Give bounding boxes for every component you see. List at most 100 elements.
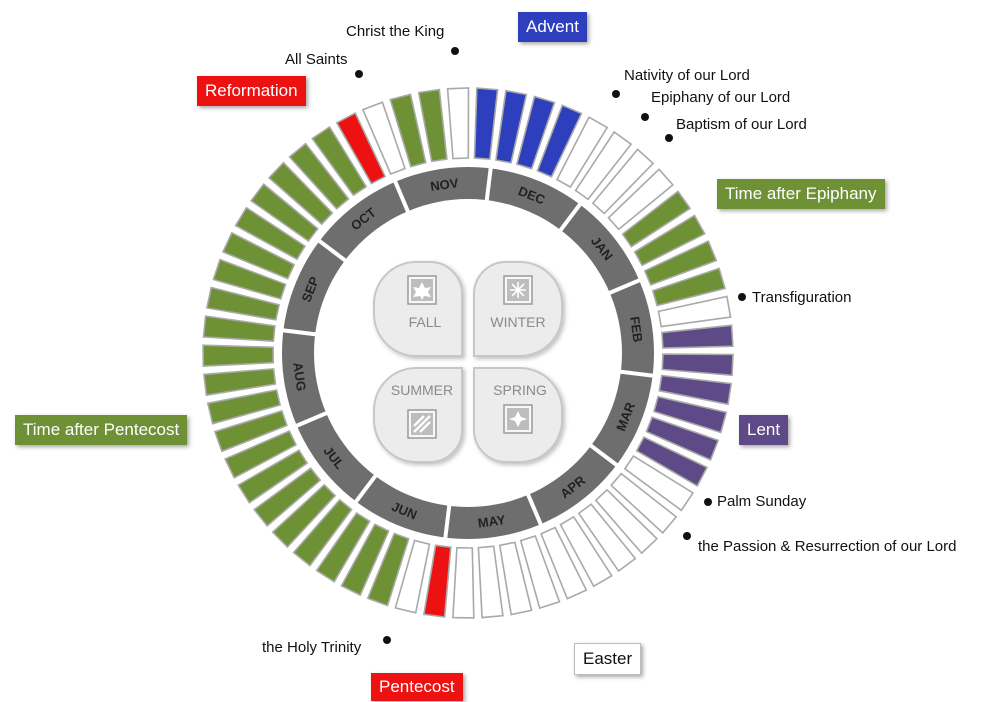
- week-segment: [633, 214, 706, 267]
- week-segment: [267, 161, 334, 226]
- pentecost-box: Pentecost: [371, 673, 463, 701]
- sun-icon: [407, 409, 437, 439]
- month-divider: [292, 409, 331, 430]
- christ-the-king-dot: [451, 47, 459, 55]
- week-segment: [422, 544, 452, 618]
- season-winter-label: WINTER: [490, 314, 545, 330]
- week-segment: [389, 93, 427, 168]
- palm-sunday-dot: [704, 498, 712, 506]
- week-segment: [494, 89, 528, 164]
- week-segment: [577, 503, 637, 573]
- week-segment: [366, 532, 410, 607]
- week-segment: [452, 546, 475, 619]
- week-segment: [498, 541, 533, 616]
- time-after-pentecost-box: Time after Pentecost: [15, 415, 188, 445]
- week-segment: [623, 454, 695, 512]
- week-segment: [519, 535, 561, 610]
- christ-the-king-label: Christ the King: [346, 23, 445, 40]
- week-segment: [559, 515, 613, 588]
- holy-trinity-label: the Holy Trinity: [262, 639, 362, 656]
- center-disc: [314, 199, 622, 507]
- advent-box: Advent: [518, 12, 587, 42]
- week-segment: [271, 483, 337, 549]
- week-segment: [361, 101, 407, 176]
- week-segment: [213, 409, 288, 453]
- week-segment: [643, 240, 718, 286]
- holy-trinity-dot: [383, 636, 391, 644]
- week-segment: [657, 295, 732, 328]
- week-segment: [536, 104, 583, 178]
- week-segment: [635, 436, 709, 488]
- all-saints-label: All Saints: [285, 51, 348, 68]
- week-segment: [658, 374, 733, 406]
- snowflake-icon: [503, 275, 533, 305]
- baptism-dot: [665, 134, 673, 142]
- week-segment: [394, 539, 431, 614]
- month-divider: [556, 200, 584, 235]
- week-segment: [340, 523, 390, 597]
- week-segment: [288, 142, 350, 210]
- week-segment: [202, 315, 276, 343]
- week-segment: [661, 353, 734, 377]
- nativity-label: Nativity of our Lord: [624, 67, 750, 84]
- passion-dot: [683, 532, 691, 540]
- month-divider: [484, 164, 494, 205]
- easter-box: Easter: [574, 643, 642, 675]
- week-segment: [661, 324, 734, 349]
- leaf-icon: [407, 275, 437, 305]
- transfiguration-dot: [738, 293, 746, 301]
- week-segment: [610, 472, 678, 534]
- month-label-feb: FEB: [627, 315, 645, 343]
- transfiguration-label: Transfiguration: [752, 289, 852, 306]
- time-after-epiphany-box: Time after Epiphany: [717, 179, 885, 209]
- week-segment: [206, 389, 282, 425]
- week-segment: [253, 467, 322, 528]
- week-segment: [591, 148, 655, 215]
- week-segment: [477, 545, 504, 619]
- all-saints-dot: [355, 70, 363, 78]
- week-segment: [653, 395, 728, 434]
- week-segment: [237, 449, 309, 504]
- week-segment: [292, 498, 353, 567]
- week-segment: [515, 95, 556, 170]
- baptism-label: Baptism of our Lord: [676, 116, 807, 133]
- passion-label: the Passion & Resurrection of our Lord: [698, 538, 957, 555]
- month-divider: [586, 441, 621, 469]
- season-fall-tile: [373, 261, 463, 357]
- epiphany-dot: [641, 113, 649, 121]
- week-segment: [212, 258, 287, 300]
- season-winter-tile: [473, 261, 563, 357]
- week-segment: [540, 526, 588, 600]
- week-segment: [574, 130, 633, 201]
- week-segment: [315, 512, 371, 583]
- week-segment: [221, 231, 296, 280]
- week-segment: [417, 88, 448, 163]
- month-label-may: MAY: [477, 512, 507, 531]
- week-segment: [249, 183, 319, 243]
- week-segment: [607, 168, 675, 231]
- week-segment: [202, 344, 275, 367]
- season-quadrants: FALL WINTER SUMMER SPRING: [373, 261, 563, 463]
- epiphany-label: Epiphany of our Lord: [651, 89, 791, 106]
- season-spring-label: SPRING: [493, 382, 547, 398]
- month-divider: [279, 327, 320, 337]
- month-label-nov: NOV: [429, 175, 459, 194]
- week-segment: [335, 112, 387, 185]
- week-segment: [645, 416, 720, 461]
- month-divider: [315, 237, 350, 265]
- week-segment: [473, 87, 499, 161]
- month-divider: [616, 369, 657, 379]
- week-segment: [621, 190, 692, 248]
- palm-sunday-label: Palm Sunday: [717, 493, 807, 510]
- week-segment: [234, 206, 306, 261]
- month-label-aug: AUG: [290, 361, 309, 392]
- season-fall-label: FALL: [409, 314, 442, 330]
- week-segment: [555, 116, 609, 189]
- season-summer-label: SUMMER: [391, 382, 453, 398]
- week-segment: [651, 267, 727, 307]
- week-segment: [311, 125, 368, 197]
- month-divider: [352, 471, 380, 506]
- event-marker-dots: [355, 47, 746, 644]
